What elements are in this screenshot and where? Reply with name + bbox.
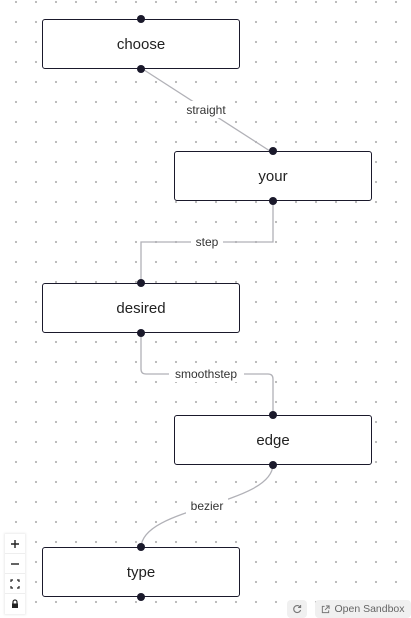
node-handle-source[interactable] (269, 461, 277, 469)
fit-view-button[interactable] (5, 574, 25, 594)
svg-text:straight: straight (186, 103, 226, 117)
node-handle-source[interactable] (137, 329, 145, 337)
edge-label-bezier: bezier (186, 497, 228, 514)
fit-view-icon (10, 578, 20, 589)
node-label: type (126, 563, 156, 581)
node-handle-source[interactable] (137, 65, 145, 73)
zoom-in-button[interactable] (5, 534, 25, 554)
lock-icon (12, 599, 18, 608)
plus-icon (11, 539, 19, 548)
svg-text:step: step (196, 235, 219, 249)
reload-icon (293, 605, 302, 614)
node-edge[interactable]: edge (174, 411, 372, 469)
node-your[interactable]: your (174, 147, 372, 205)
node-handle-target[interactable] (137, 15, 145, 23)
open-sandbox-label: Open Sandbox (334, 603, 405, 615)
node-label: your (258, 167, 288, 185)
edge-label-straight: straight (181, 101, 231, 118)
minus-icon (11, 562, 19, 565)
zoom-out-button[interactable] (5, 554, 25, 574)
node-desired[interactable]: desired (42, 279, 240, 337)
svg-text:bezier: bezier (191, 499, 224, 513)
open-sandbox-button[interactable]: Open Sandbox (315, 600, 411, 618)
node-label: edge (256, 431, 290, 449)
edge-label-smoothstep: smoothstep (169, 365, 244, 382)
node-type[interactable]: type (42, 543, 240, 601)
node-handle-source[interactable] (137, 593, 145, 601)
node-label: choose (116, 35, 166, 53)
node-handle-target[interactable] (137, 543, 145, 551)
flow-controls (5, 534, 25, 614)
node-handle-target[interactable] (137, 279, 145, 287)
edge-label-step: step (191, 234, 223, 251)
node-handle-target[interactable] (269, 147, 277, 155)
node-label: desired (116, 299, 166, 317)
node-handle-target[interactable] (269, 411, 277, 419)
node-handle-source[interactable] (269, 197, 277, 205)
reload-button[interactable] (287, 600, 307, 618)
external-link-icon (322, 604, 331, 613)
node-choose[interactable]: choose (42, 15, 240, 73)
lock-button[interactable] (5, 594, 25, 614)
svg-text:smoothstep: smoothstep (175, 367, 237, 381)
